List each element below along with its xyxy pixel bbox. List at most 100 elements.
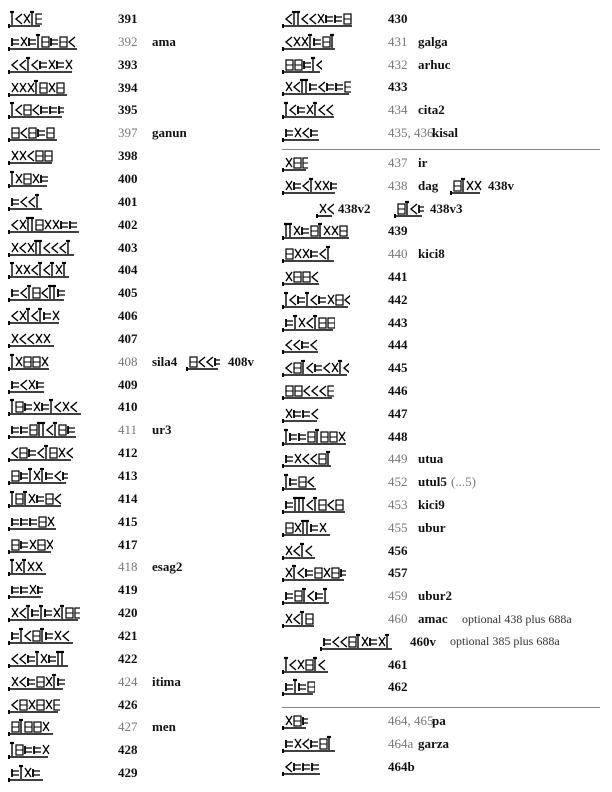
cuneiform-sign-icon [8, 78, 69, 98]
cuneiform-sign-icon [282, 9, 354, 29]
sign-row: 422 [8, 648, 138, 670]
sign-number: 392 [118, 33, 138, 49]
cuneiform-sign-icon [8, 672, 65, 692]
cuneiform-sign-icon [8, 375, 46, 395]
sign-row: 406 [8, 305, 138, 327]
cuneiform-sign-icon [282, 267, 321, 287]
sign-number: 394 [118, 79, 138, 95]
sign-name: garza [418, 735, 450, 751]
variant-number: 438v [488, 177, 514, 193]
sign-row: 394 [8, 77, 138, 99]
cuneiform-sign-icon [8, 649, 70, 669]
sign-name: esag2 [152, 559, 183, 575]
cuneiform-sign-icon [8, 512, 58, 532]
sign-name: sila4 [152, 353, 178, 369]
cuneiform-sign-icon [282, 495, 347, 515]
sign-row: 391 [8, 8, 138, 30]
sign-number: 398 [118, 148, 138, 164]
sign-number: 464, 465 [388, 713, 434, 728]
sign-number: 446 [388, 383, 408, 398]
sign-number: 460v [410, 633, 436, 649]
sign-row: 411 ur3 [8, 419, 172, 441]
cuneiform-sign-icon [282, 153, 308, 173]
sign-number: 418 [118, 559, 138, 575]
cuneiform-sign-icon [8, 626, 75, 646]
sign-number: 461 [388, 656, 408, 672]
sign-number: 431 [388, 33, 408, 49]
sign-row: 421 [8, 625, 138, 647]
sign-number: 404 [118, 262, 138, 278]
sign-number: 442 [388, 291, 408, 307]
sign-row: 410 [8, 396, 138, 418]
sign-number: 445 [388, 360, 408, 376]
sign-number: 407 [118, 330, 138, 346]
cuneiform-sign-icon [282, 244, 336, 264]
sign-number: 395 [118, 102, 138, 118]
cuneiform-sign-icon [8, 169, 49, 189]
sign-name: pa [432, 713, 446, 728]
sign-name: ganun [152, 125, 187, 141]
sign-number: 391 [118, 11, 138, 26]
sign-number: 417 [118, 536, 138, 552]
sign-number: 413 [118, 468, 138, 483]
sign-number: 410 [118, 399, 138, 415]
sign-row: 401 [8, 191, 138, 213]
cuneiform-sign-icon [8, 32, 79, 52]
variant-number: 438v3 [430, 200, 463, 216]
cuneiform-sign-icon [282, 335, 320, 355]
sign-number: 456 [388, 542, 408, 558]
sign-row: 404 [8, 259, 138, 281]
cuneiform-sign-icon [282, 176, 337, 196]
cuneiform-sign-icon [8, 443, 73, 463]
sign-number: 449 [388, 451, 408, 467]
sign-name: men [152, 719, 176, 735]
cuneiform-sign-icon [8, 329, 56, 349]
sign-number: 464a [388, 735, 414, 751]
cuneiform-sign-icon [282, 518, 332, 538]
cuneiform-sign-icon [8, 283, 66, 303]
sign-note: optional 385 plus 688a [450, 634, 560, 649]
sign-number: 452 [388, 474, 408, 490]
sign-row: 428 [8, 739, 138, 761]
cuneiform-sign-icon [282, 123, 321, 143]
sign-number: 400 [118, 170, 138, 186]
sign-row: 413 [8, 465, 138, 487]
cuneiform-sign-icon [282, 77, 351, 97]
sign-number: 422 [118, 650, 138, 666]
cuneiform-sign-icon [282, 757, 322, 777]
variant-number: 408v [228, 353, 254, 369]
sign-name: ur3 [152, 422, 172, 438]
sign-name: cita2 [418, 102, 445, 118]
cuneiform-sign-icon [282, 586, 331, 606]
sign-row: 402 [8, 214, 138, 236]
cuneiform-sign-icon [282, 55, 322, 75]
sign-row: 398 [8, 145, 138, 167]
sign-number: 403 [118, 239, 138, 255]
cuneiform-sign-icon [282, 381, 334, 401]
cuneiform-sign-icon [282, 427, 348, 447]
sign-name: ubur [418, 519, 446, 535]
cuneiform-variant-icon [316, 199, 334, 219]
sign-number: 441 [388, 269, 408, 284]
cuneiform-variant-icon [450, 176, 482, 196]
sign-number: 419 [118, 582, 138, 598]
sign-row: 393 [8, 54, 138, 76]
cuneiform-sign-icon [282, 734, 337, 754]
sign-number: 426 [118, 696, 138, 712]
sign-row: 414 [8, 488, 138, 510]
cuneiform-sign-icon [8, 580, 43, 600]
cuneiform-sign-icon [8, 420, 78, 440]
sign-number: 440 [388, 246, 408, 262]
sign-number: 438 [388, 177, 408, 193]
cuneiform-sign-icon [8, 397, 83, 417]
sign-name: kisal [432, 125, 459, 140]
sign-name: dag [418, 177, 439, 193]
cuneiform-sign-icon [282, 290, 350, 310]
sign-name: utua [418, 451, 444, 467]
cuneiform-sign-icon [8, 695, 60, 715]
sign-number: 411 [118, 422, 138, 438]
cuneiform-sign-icon [8, 489, 63, 509]
cuneiform-sign-icon [8, 557, 48, 577]
cuneiform-sign-icon [8, 763, 45, 783]
